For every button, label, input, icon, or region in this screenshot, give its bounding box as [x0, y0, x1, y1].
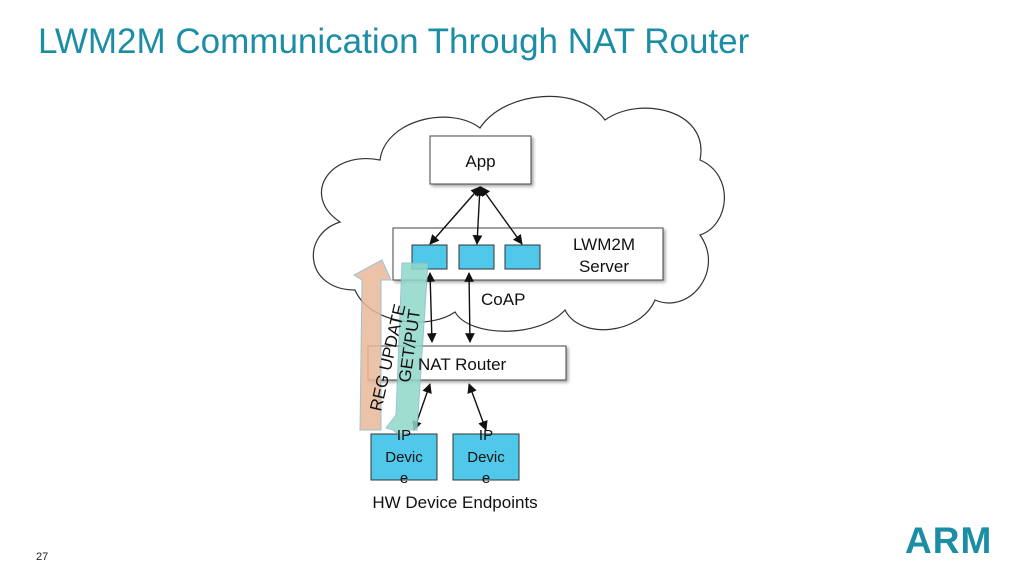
- server-resource-3: [504, 244, 541, 270]
- slide-title: LWM2M Communication Through NAT Router: [38, 22, 750, 61]
- hw-device-endpoints-label: HW Device Endpoints: [372, 493, 537, 512]
- slide-number: 27: [36, 551, 49, 563]
- nat-router-label: NAT Router: [418, 355, 507, 374]
- server-resource-2: [458, 244, 495, 270]
- app-resource3-arrow: [480, 186, 523, 245]
- server-label-line2: Server: [579, 257, 629, 276]
- device1-line1: IP: [397, 427, 411, 444]
- nat-device2-arrow: [467, 383, 488, 431]
- device2-line2: Devic: [467, 449, 505, 466]
- device1-line3: e: [400, 470, 408, 487]
- server-nat-arrow-2: [464, 272, 475, 343]
- get-put-arrow: [385, 262, 429, 439]
- app-resource2-arrow: [472, 186, 485, 245]
- device1-line2: Devic: [385, 449, 423, 466]
- ip-device-2: [452, 433, 520, 481]
- arm-logo: ARM: [905, 520, 993, 561]
- device2-line3: e: [482, 470, 490, 487]
- server-label-line1: LWM2M: [573, 235, 635, 254]
- ip-device-1: [370, 433, 438, 481]
- app-resource1-arrow: [429, 186, 481, 245]
- server-resource-1: [411, 244, 448, 270]
- reg-update-arrow: [353, 259, 392, 431]
- device2-line1: IP: [479, 427, 493, 444]
- app-label: App: [465, 152, 495, 171]
- server-nat-arrow-1: [425, 272, 437, 343]
- coap-label: CoAP: [481, 290, 525, 309]
- app-box: [429, 135, 532, 185]
